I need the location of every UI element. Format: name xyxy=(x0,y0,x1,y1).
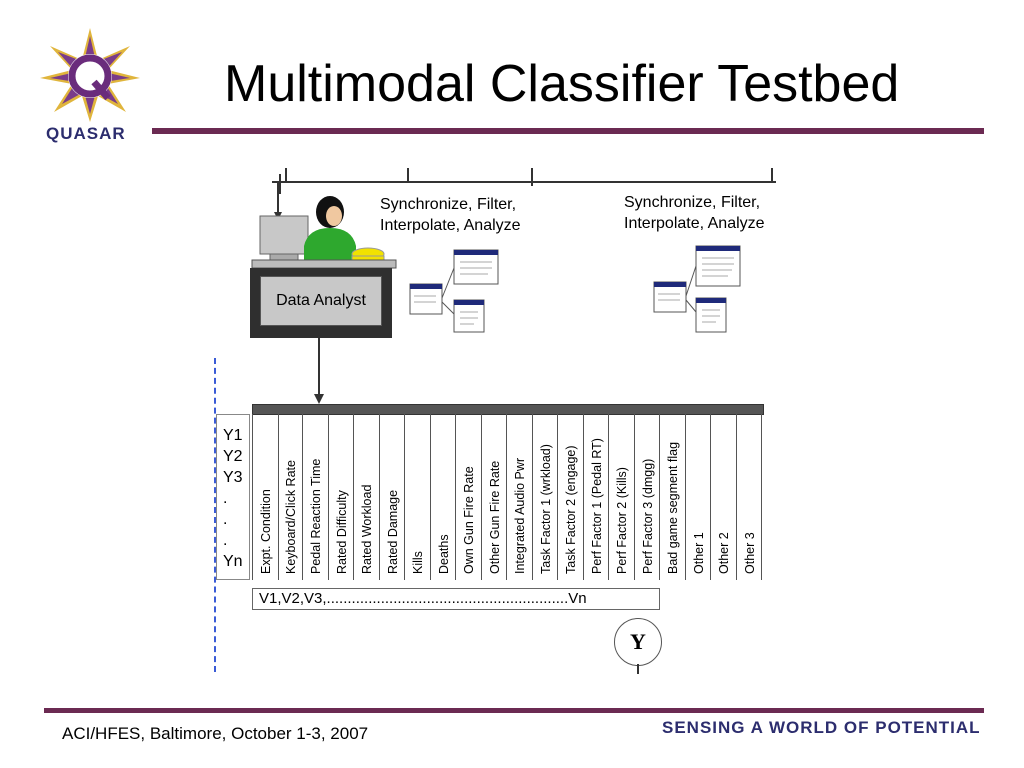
vector-label: V1,V2,V3,...............................… xyxy=(259,590,587,607)
feature-column-label: Perf Factor 2 (Kills) xyxy=(615,467,629,574)
feature-column: Perf Factor 3 (dmgg) xyxy=(635,414,660,580)
feature-column-label: Other Gun Fire Rate xyxy=(487,460,502,574)
analyst-workstation xyxy=(251,182,397,272)
feature-column-label: Rated Difficulty xyxy=(334,490,349,574)
feature-column: Rated Workload xyxy=(354,414,380,580)
feature-column: Integrated Audio Pwr xyxy=(507,414,533,580)
feature-column: Perf Factor 2 (Kills) xyxy=(609,414,635,580)
footer-event-text: ACI/HFES, Baltimore, October 1-3, 2007 xyxy=(62,724,369,743)
feature-column: Keyboard/Click Rate xyxy=(278,414,303,580)
feature-column-label: Perf Factor 3 (dmgg) xyxy=(640,458,655,574)
feature-column: Pedal Reaction Time xyxy=(303,414,329,580)
sync-left-line2: Interpolate, Analyze xyxy=(380,217,521,234)
row-label: Y3 xyxy=(223,469,243,486)
star-q-icon xyxy=(40,28,140,122)
feature-column: Other Gun Fire Rate xyxy=(482,414,507,580)
feature-column-label: Other 2 xyxy=(717,532,731,574)
feature-column-label: Other 1 xyxy=(691,532,706,574)
diagram: Data Analyst Synchronize, Filter, Interp… xyxy=(214,0,776,674)
analyst-label-box: Data Analyst xyxy=(260,276,382,326)
feature-columns: Expt. Condition Keyboard/Click Rate Pedal … xyxy=(252,0,764,600)
matrix-header-bar xyxy=(252,404,764,415)
feature-column: Task Factor 1 (wrkload) xyxy=(533,414,558,580)
feature-column: Other 2 xyxy=(711,414,737,580)
sync-left: Synchronize, Filter, Interpolate, Analyz… xyxy=(380,194,521,236)
feature-column-label: Integrated Audio Pwr xyxy=(513,457,527,574)
title-divider xyxy=(152,128,984,134)
feature-column: Kills xyxy=(405,414,431,580)
dashed-side-line xyxy=(214,358,216,672)
sync-right-line2: Interpolate, Analyze xyxy=(624,215,765,232)
feature-column: Rated Difficulty xyxy=(329,414,354,580)
feature-column-label: Task Factor 2 (engage) xyxy=(564,445,578,574)
top-bracket xyxy=(272,168,776,194)
row-label: . xyxy=(223,532,228,549)
feature-column-label: Rated Damage xyxy=(385,489,400,574)
feature-column-label: Other 3 xyxy=(742,532,757,574)
page-title: Multimodal Classifier Testbed xyxy=(224,55,900,113)
output-label: Y xyxy=(630,629,646,654)
feature-column-label: Own Gun Fire Rate xyxy=(462,466,476,574)
feature-column-label: Keyboard/Click Rate xyxy=(283,460,298,574)
output-node: Y xyxy=(614,618,662,666)
row-label: . xyxy=(223,490,228,507)
footer-divider xyxy=(44,708,984,713)
table-icons-left xyxy=(409,249,499,333)
sync-left-line1: Synchronize, Filter, xyxy=(380,196,517,213)
feature-column-label: Kills xyxy=(411,551,425,574)
row-label: Y2 xyxy=(223,448,243,465)
footer-tagline: SENSING A WORLD OF POTENTIAL xyxy=(662,718,981,737)
feature-column: Own Gun Fire Rate xyxy=(456,414,482,580)
row-label: Y1 xyxy=(223,427,243,444)
feature-column-label: Bad game segment flag xyxy=(666,441,680,574)
quasar-logo xyxy=(38,26,142,122)
feature-column-label: Rated Workload xyxy=(360,484,374,574)
feature-column: Rated Damage xyxy=(380,414,405,580)
feature-column-label: Deaths xyxy=(436,534,451,574)
output-stem xyxy=(637,664,639,674)
feature-column: Expt. Condition xyxy=(252,414,279,580)
feature-column: Other 3 xyxy=(737,414,762,580)
analyst-label: Data Analyst xyxy=(276,292,366,309)
analyst-arrow xyxy=(314,338,324,404)
feature-column: Deaths xyxy=(431,414,456,580)
feature-column-label: Perf Factor 1 (Pedal RT) xyxy=(589,438,604,574)
sync-right-line1: Synchronize, Filter, xyxy=(624,194,761,211)
feature-column: Perf Factor 1 (Pedal RT) xyxy=(584,414,609,580)
feature-column: Task Factor 2 (engage) xyxy=(558,414,584,580)
analyst-desk: Data Analyst xyxy=(250,268,392,338)
row-label: . xyxy=(223,511,228,528)
feature-column: Bad game segment flag xyxy=(660,414,686,580)
sync-right: Synchronize, Filter, Interpolate, Analyz… xyxy=(624,192,765,234)
feature-column-label: Pedal Reaction Time xyxy=(309,458,323,574)
feature-column-label: Task Factor 1 (wrkload) xyxy=(538,444,553,574)
table-icons-right xyxy=(653,245,741,333)
feature-column: Other 1 xyxy=(686,414,711,580)
logo-text: QUASAR xyxy=(46,124,126,143)
feature-column-label: Expt. Condition xyxy=(259,489,273,574)
row-label: Yn xyxy=(223,553,243,570)
vector-box: V1,V2,V3,...............................… xyxy=(252,588,660,610)
